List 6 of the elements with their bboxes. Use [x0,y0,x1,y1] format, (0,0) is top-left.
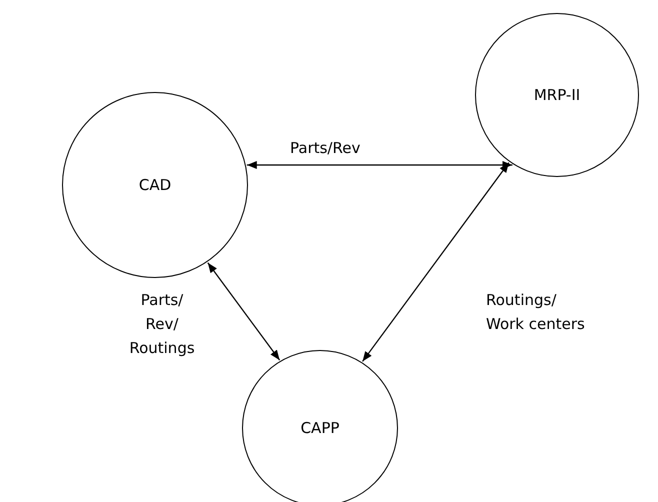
system-name: CAPP [300,418,340,439]
system-name: CAD [138,174,172,196]
double-arrow [207,262,280,360]
system-name: MRP-II [534,84,580,106]
double-arrow [246,161,512,169]
double-arrow [362,162,510,362]
